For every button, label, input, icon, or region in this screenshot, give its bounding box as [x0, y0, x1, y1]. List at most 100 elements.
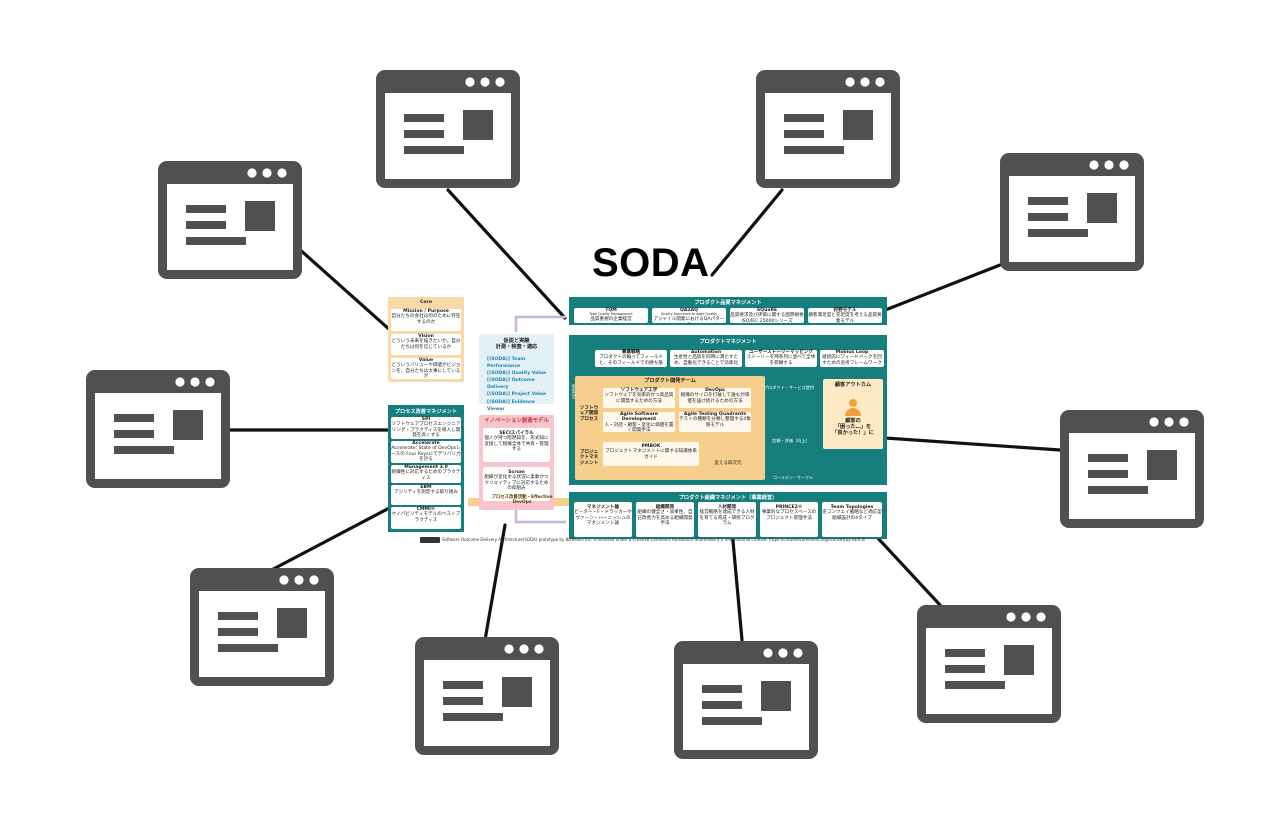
core-item: Vision どういう未来を描きたいか。自分たちは何を信じているか	[391, 334, 461, 355]
process-item-text: Accelerate: State of DevOpsレースの Four Key…	[391, 446, 461, 462]
core-item-title: Vision	[418, 334, 434, 339]
connector-line	[296, 246, 392, 332]
process-item: EBM アジリティを測定する取り組み	[391, 485, 461, 505]
org-item-text: 組織の健全さ・効果性、自己改善力を高める組織開発手法	[637, 510, 693, 526]
team-item-text: プロジェクトマネジメントに関する知識体系ガイド	[605, 449, 697, 460]
team-item-title: PMBOK	[641, 444, 661, 449]
browser-window-icon	[376, 70, 520, 188]
cc-license-icon	[420, 537, 440, 543]
cycle-label: 変える四次元	[714, 461, 742, 466]
mgmt-flow-label: マネジメント	[612, 488, 640, 493]
team-pm-label: プロジェクトマネジメント	[579, 450, 599, 466]
team-item-text: 組織のサイロを打破して誰もが価値を届け続けるための方法	[680, 393, 750, 404]
quality-item-text: アジャイル開発におけるQAパターン	[653, 317, 725, 328]
quality-item: SQuaRE 品質要求及び評価に関する国際規格 ISO/IEC 25000シリー…	[730, 308, 804, 324]
product-mgmt-item-text: 生産性と品質を同時に満たすため、自動化できることで効率化	[673, 355, 739, 366]
soda-map: Core Mission / Purpose 自分たちの会社は何のために存在する…	[384, 292, 892, 552]
team-header: プロダクト開発チーム	[644, 378, 696, 384]
product-mgmt-item-title: Mobius Loop	[835, 350, 869, 355]
team-item: Agile Testing Quadrants テストの種類を分類し整理する4象…	[679, 412, 751, 432]
core-item-title: Mission / Purpose	[403, 309, 449, 314]
quality-item-sub: Quality Assurance to Agile Quality	[660, 312, 718, 317]
core-item: Mission / Purpose 自分たちの会社は何のために存在するのか	[391, 309, 461, 331]
org-item-title: 人材開発	[717, 505, 737, 510]
org-header: プロダクト組織マネジメント（事業経営）	[678, 495, 778, 501]
core-item-text: どういう未来を描きたいか。自分たちは何を信じているか	[391, 339, 461, 350]
core-item-text: 自分たちの会社は何のために存在するのか	[391, 314, 461, 325]
browser-window-icon	[415, 637, 559, 755]
hypothesis-item: [(SODA)] Outcome Delivery	[487, 378, 535, 391]
customer-line1: 顧客の	[845, 417, 861, 424]
connector-line	[446, 188, 567, 320]
innovation-item-title: Scrum	[508, 470, 525, 475]
innovation-item-text: 組織が変化する状況に柔軟かつクリエイティブに対応するための枠組み	[484, 475, 549, 491]
connector-line	[260, 503, 397, 577]
quality-item: QA2AQ Quality Assurance to Agile Quality…	[652, 308, 726, 327]
quality-item-sub: Total Quality Management	[589, 312, 633, 317]
team-item-title: ソフトウェア工学	[620, 388, 658, 393]
org-item: 組織開発 組織の健全さ・効果性、自己改善力を高める組織開発手法	[636, 502, 694, 537]
quality-item-text: 品質要求及び評価に関する国際規格 ISO/IEC 25000シリーズ	[730, 313, 804, 324]
product-mgmt-item-text: プロダクトの輪ってフィールドと、そのフィールドでの勝ち筋	[598, 355, 664, 366]
product-mgmt-header: プロダクトマネジメント	[699, 339, 757, 345]
team-item-title: DevOps	[705, 388, 725, 393]
org-panel: プロダクト組織マネジメント（事業経営） マネジメント論 ピーター・F・ドラッカー…	[569, 492, 887, 539]
process-flow-label: プロセス改善活動・Effective DevOps	[491, 495, 553, 506]
customer-header: 顧客アウトカム	[834, 382, 872, 388]
product-mgmt-item-text: 継続的にフィードバックを回すための思考フレームワーク	[822, 355, 882, 366]
org-item-title: PRINCE2®	[775, 505, 803, 510]
customer-line2: 「困った…」を	[834, 423, 872, 430]
license-footer: Software Outcome Delivery Architecture(S…	[420, 537, 890, 543]
browser-window-icon	[1000, 153, 1144, 271]
process-header: プロセス改善マネジメント	[394, 409, 458, 415]
process-item-title: EBM	[420, 485, 432, 490]
innovation-item-text: 個人が持つ暗黙知を、形式知に変換して組織全体で共有・管理する	[484, 436, 549, 452]
browser-window-icon	[756, 70, 900, 188]
quality-item: TQM Total Quality Management 品質重視の企業経営	[574, 308, 648, 323]
process-item-title: CMMI®	[416, 507, 436, 512]
connector-line	[483, 523, 507, 642]
process-item-title: SPI	[421, 417, 431, 422]
hypothesis-panel: 仮説と実験 計測・検査・適応 [(SODA)] Team Performance…	[479, 334, 554, 412]
quality-item-title: TQM	[605, 308, 617, 313]
team-item-title: Agile Testing Quadrants	[683, 412, 747, 417]
team-item: ソフトウェア工学 ソフトウェアを効率的かつ高品質に開発するための方法	[603, 388, 675, 408]
browser-window-icon	[917, 605, 1061, 723]
quality-item-title: QA2AQ	[679, 308, 699, 313]
core-item-title: Value	[418, 358, 434, 363]
team-item-text: テストの種類を分類し整理する4象限モデル	[679, 417, 751, 428]
core-item: Value どういうバリューや価値がビジョンを、自分たちは大事にしているか	[391, 358, 461, 379]
process-item: SPI ソフトウェアプロセスエンジニアリング・プラクティスを導入し開発を高くする	[391, 417, 461, 439]
connector-line	[873, 533, 942, 607]
feedback-label: 信頼・評価（向上）	[772, 438, 810, 443]
connector-line	[868, 263, 1002, 318]
process-item: CMMI® ケイパビリティモデルのベストプラクティス	[391, 507, 461, 529]
process-item-text: アジリティを測定する取り組み	[394, 490, 458, 496]
team-item: Agile Software Development 人・対話・顧客・変化に価値…	[603, 412, 675, 433]
core-panel: Core Mission / Purpose 自分たちの会社は何のために存在する…	[388, 297, 464, 382]
hypothesis-item: [(SODA)] Quality Value	[487, 371, 547, 377]
customer-panel: 顧客アウトカム 顧客の 「困った…」を 「良かった！」に	[823, 379, 883, 449]
provide-label: プロダクト・サービス提供	[763, 385, 815, 390]
hypothesis-item: [(SODA)] Project Value	[487, 392, 546, 398]
hypothesis-subtitle: 計測・検査・適応	[495, 343, 538, 350]
process-item-text: ソフトウェアプロセスエンジニアリング・プラクティスを導入し開発を高くする	[391, 422, 461, 438]
org-item: マネジメント論 ピーター・F・ドラッカーやヴァーン・ハーニッシュのマネジメント論	[574, 502, 632, 537]
quality-header: プロダクト品質マネジメント	[694, 300, 762, 306]
product-mgmt-item: Automation 生産性と品質を同時に満たすため、自動化できることで効率化	[670, 350, 742, 367]
team-panel: プロダクト開発チーム ソフトウェア開発プロセス プロジェクトマネジメント ソフト…	[575, 376, 765, 480]
org-item-text: 経営戦略を達成できる人材を育てる育成・研修プログラム	[699, 510, 755, 526]
org-item: Team Topologies 逆コンウェイ戦略など適応型組織設計の4タイプ	[822, 502, 882, 537]
process-item: Management 3.0 組織性に対応するためのプラクティス	[391, 465, 461, 483]
product-mgmt-item-title: 事業戦略	[621, 350, 641, 355]
browser-window-icon	[674, 641, 818, 759]
browser-window-icon	[190, 568, 334, 686]
core-header: Core	[420, 300, 432, 305]
connector-line	[883, 436, 1062, 452]
process-item-text: 組織性に対応するためのプラクティス	[391, 470, 461, 481]
hypothesis-item: [(SODA)] Team Performance	[487, 356, 526, 370]
innovation-item: Scrum 組織が変化する状況に柔軟かつクリエイティブに対応するための枠組み	[483, 467, 550, 501]
license-text: Software Outcome Delivery Architecture(S…	[442, 537, 866, 542]
hypothesis-item: [(SODA)] Evidence Viewer	[487, 399, 535, 412]
quality-item-title: 狩野モデル	[833, 308, 857, 313]
